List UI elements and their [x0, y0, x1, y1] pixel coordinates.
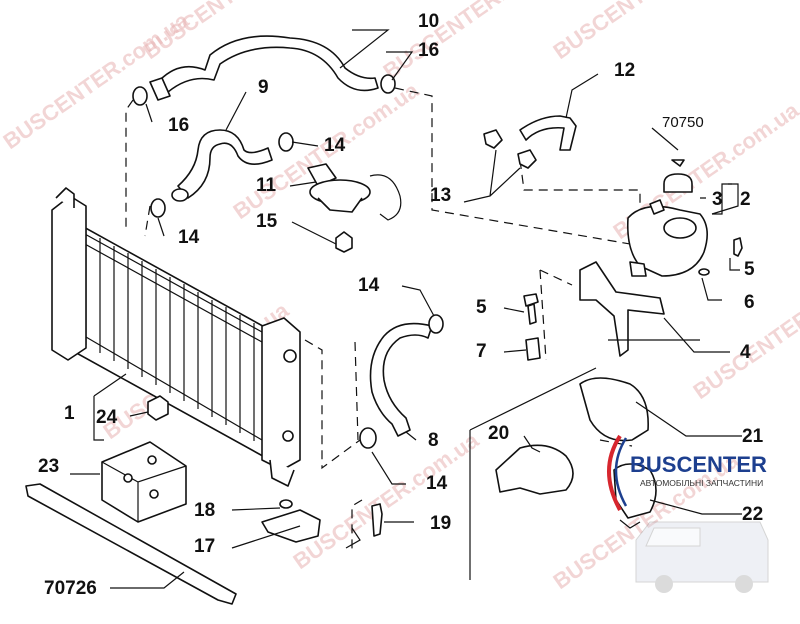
leader-lines [70, 29, 742, 589]
logo-swoosh-red [607, 434, 622, 511]
callout-5: 5 [744, 259, 755, 280]
buscenter-logo: BUSCENTER АВТОМОБІЛЬНІ ЗАПЧАСТИНИ [607, 434, 769, 593]
callout-8: 8 [428, 430, 439, 451]
nut-15 [335, 231, 353, 253]
callout-3: 3 [712, 189, 723, 210]
callout-10: 10 [418, 11, 439, 32]
hose-9 [171, 129, 273, 202]
fasteners [523, 237, 743, 361]
expansion-tank [626, 159, 708, 277]
callout-70750: 70750 [662, 114, 704, 131]
lower-hose [369, 322, 433, 437]
callout-7: 7 [476, 341, 487, 362]
callout-6: 6 [744, 292, 755, 313]
callout-17: 17 [194, 536, 215, 557]
callout-9: 9 [258, 77, 269, 98]
callout-18: 18 [194, 500, 215, 521]
callout-15: 15 [256, 211, 278, 232]
callout-16: 16 [168, 115, 189, 136]
callout-13: 13 [430, 185, 451, 206]
sealing-strip [25, 483, 237, 605]
callout-22: 22 [742, 504, 763, 525]
callout-70726: 70726 [44, 578, 97, 599]
radiator [51, 187, 301, 487]
minibus-icon [635, 521, 769, 593]
hose-12 [519, 115, 577, 151]
upper-hose [149, 35, 379, 101]
callout-16: 16 [418, 40, 439, 61]
callout-4: 4 [740, 342, 751, 363]
logo-brand: BUSCENTER [630, 452, 767, 477]
watermark: BUSCENTER.com.ua [379, 0, 574, 84]
callout-20: 20 [488, 423, 509, 444]
callout-5: 5 [476, 297, 487, 318]
callout-14: 14 [324, 135, 346, 156]
tank-bracket [579, 261, 665, 357]
logo-swoosh-blue [614, 437, 628, 507]
callout-21: 21 [742, 426, 764, 447]
callout-14: 14 [426, 473, 448, 494]
callout-23: 23 [38, 456, 59, 477]
callout-24: 24 [96, 407, 118, 428]
callout-14: 14 [358, 275, 380, 296]
callout-14: 14 [178, 227, 200, 248]
assembly-dashed-lines [125, 87, 641, 550]
hose-clamps-14-16 [132, 74, 444, 449]
callout-12: 12 [614, 60, 635, 81]
callout-1: 1 [64, 403, 75, 424]
small-parts [101, 395, 383, 543]
callout-labels: 10 16 9 16 12 70750 14 11 3 2 13 15 14 5… [38, 11, 764, 599]
watermark: BUSCENTER.com.ua [549, 0, 744, 64]
callout-11: 11 [256, 175, 277, 196]
watermark: BUSCENTER.com.ua [289, 427, 484, 574]
thermostat-housing [307, 163, 402, 221]
callout-2: 2 [740, 189, 751, 210]
clamp-brackets [495, 377, 657, 529]
callout-19: 19 [430, 513, 451, 534]
logo-tagline: АВТОМОБІЛЬНІ ЗАПЧАСТИНИ [640, 478, 763, 488]
hose-clamps-13 [483, 129, 537, 169]
